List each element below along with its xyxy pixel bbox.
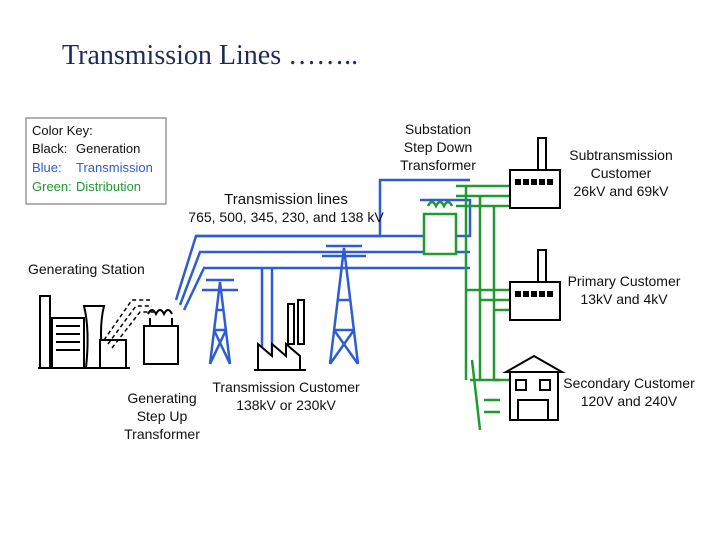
transmission-customer-label-line2: 138kV or 230kV (236, 397, 336, 413)
step-up-label-line1: Generating (127, 390, 196, 406)
key-black-value: Generation (76, 141, 140, 156)
key-blue-label: Blue: (32, 160, 62, 175)
color-key-heading: Color Key: (32, 123, 93, 138)
step-up-transformer-icon (143, 309, 179, 365)
transmission-tower-icon (202, 278, 238, 365)
key-green-value: Distribution (76, 179, 141, 194)
key-green-label: Green: (32, 179, 72, 194)
step-up-label-line3: Transformer (124, 426, 200, 442)
transmission-customer-label-line1: Transmission Customer (212, 379, 360, 395)
secondary-customer-label-line2: 120V and 240V (581, 393, 678, 409)
transmission-tower-icon (322, 244, 366, 365)
subtransmission-label-line1: Subtransmission (569, 147, 673, 163)
secondary-customer-house-icon (502, 354, 566, 421)
subtransmission-customer-building-icon (509, 137, 561, 209)
substation-label-line3: Transformer (400, 157, 476, 173)
secondary-customer-label-line1: Secondary Customer (563, 375, 695, 391)
slide-title: Transmission Lines …….. (62, 40, 359, 71)
transmission-lines-label: Transmission lines (224, 191, 348, 208)
generation-lines (103, 299, 154, 349)
distribution-lines (456, 184, 510, 431)
transmission-voltages-label: 765, 500, 345, 230, and 138 kV (188, 209, 384, 225)
primary-customer-label-line2: 13kV and 4kV (580, 291, 668, 307)
substation-transformer-icon (422, 200, 458, 256)
key-black-label: Black: (32, 141, 67, 156)
subtransmission-label-line2: Customer (591, 165, 652, 181)
generating-station-label: Generating Station (28, 261, 145, 277)
transmission-lines (174, 178, 472, 360)
subtransmission-label-line3: 26kV and 69kV (574, 183, 670, 199)
key-blue-value: Transmission (76, 160, 153, 175)
diagram-labels: Generating Station Transmission lines 76… (28, 121, 695, 442)
substation-label-line1: Substation (405, 121, 471, 137)
substation-label-line2: Step Down (404, 139, 472, 155)
transmission-customer-factory-icon (254, 299, 306, 371)
color-key: Color Key: Black: Generation Blue: Trans… (25, 117, 167, 205)
primary-customer-label-line1: Primary Customer (568, 273, 681, 289)
primary-customer-building-icon (509, 249, 561, 321)
color-key-border (25, 117, 167, 205)
step-up-label-line2: Step Up (137, 408, 188, 424)
generating-station-icon (38, 295, 130, 369)
